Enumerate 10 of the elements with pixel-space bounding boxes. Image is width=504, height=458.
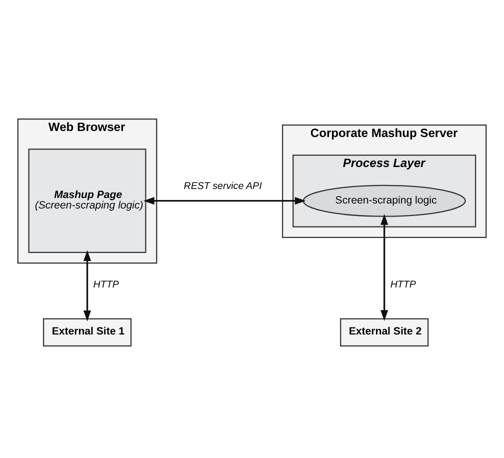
arrow	[380, 214, 388, 320]
edge-label: HTTP	[93, 278, 119, 290]
node-ellipse: Screen-scraping logic	[302, 184, 466, 216]
node-box: Mashup Page (Screen-scraping logic)	[28, 148, 146, 253]
arrow	[83, 250, 92, 321]
edge-label: HTTP	[390, 278, 416, 290]
arrow	[143, 196, 306, 204]
node-box: External Site 1	[42, 318, 132, 346]
node-box: External Site 2	[340, 318, 429, 346]
edge-label: REST service API	[184, 180, 262, 192]
